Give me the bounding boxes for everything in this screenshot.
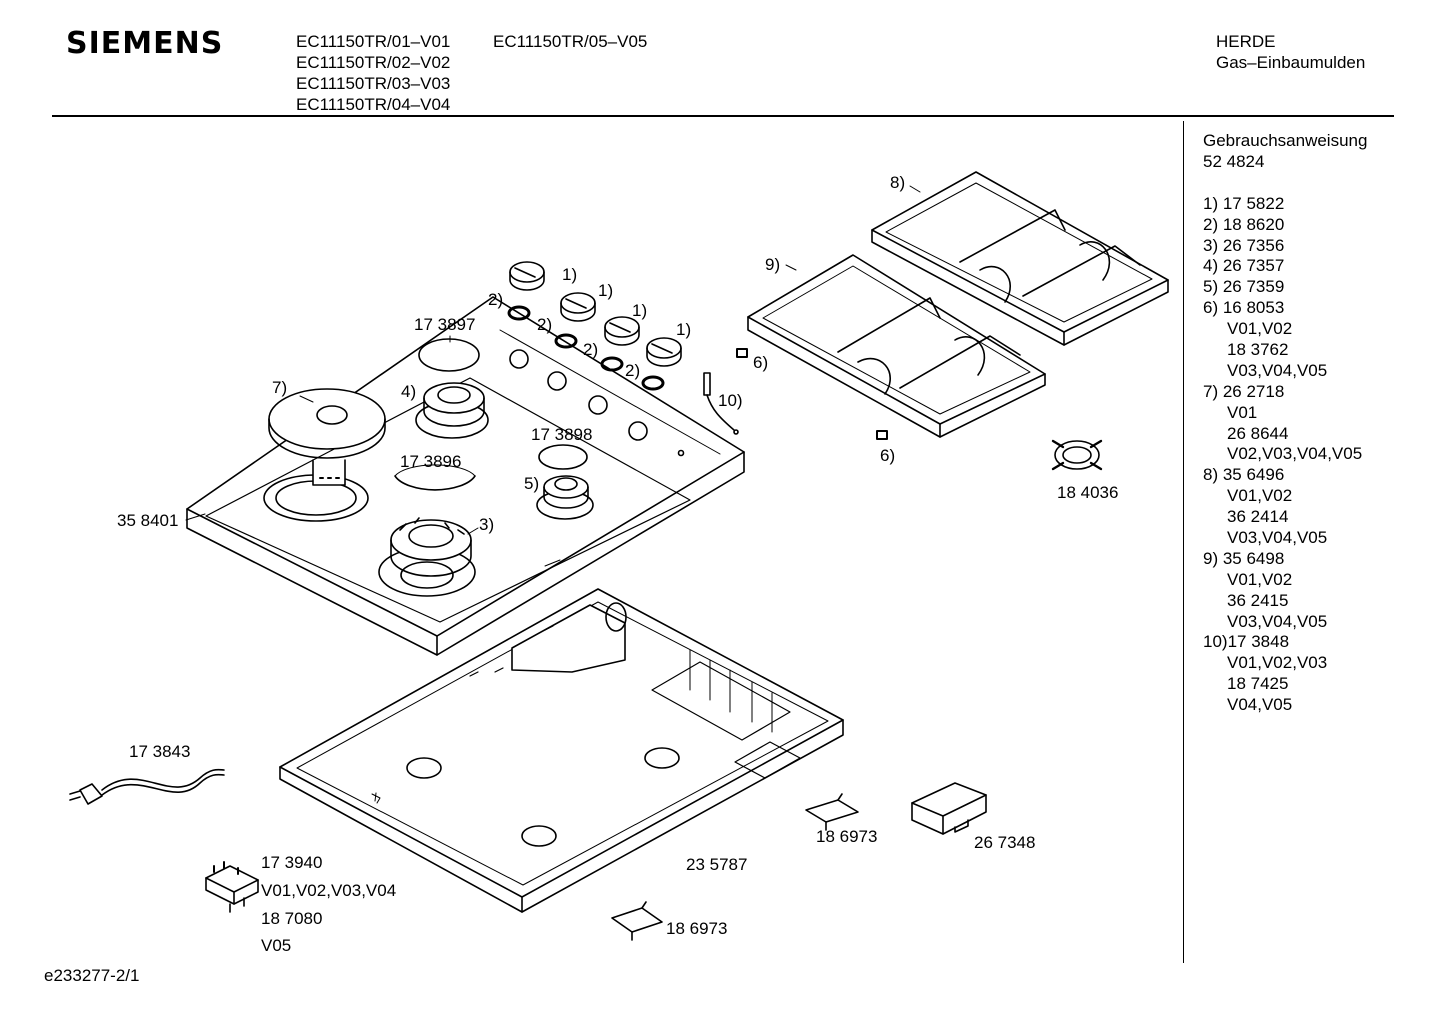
legend-line: V01,V02	[1227, 319, 1293, 339]
base-tray	[279, 588, 844, 913]
callout-1: 1)	[632, 301, 647, 320]
part-number: 26 7348	[974, 833, 1035, 852]
legend-line: V02,V03,V04,V05	[1227, 444, 1363, 464]
legend-line: 4) 26 7357	[1203, 256, 1285, 276]
legend-line: V04,V05	[1227, 695, 1293, 715]
burner-small	[536, 475, 594, 520]
power-cord	[69, 768, 225, 805]
model-list-2: EC11150TR/05–V05	[493, 31, 647, 52]
callout-7: 7)	[272, 378, 287, 397]
hot-plate	[263, 388, 386, 522]
callout-1: 1)	[598, 281, 613, 300]
hob-top-plate	[186, 296, 745, 656]
mounting-bracket	[611, 901, 663, 941]
model-list-1: EC11150TR/01–V01 EC11150TR/02–V02 EC1115…	[296, 31, 450, 115]
model-number: EC11150TR/02–V02	[296, 53, 451, 72]
legend-line: 2) 18 8620	[1203, 214, 1285, 234]
variant-note: V01,V02,V03,V04	[261, 881, 396, 900]
legend-line: V03,V04,V05	[1227, 528, 1328, 548]
part-number: 18 7080	[261, 909, 322, 928]
callout-3: 3)	[479, 515, 494, 534]
callout-1: 1)	[676, 320, 691, 339]
part-number: 18 6973	[666, 919, 727, 938]
legend-line: 18 3762	[1227, 340, 1289, 360]
legend-line: 1) 17 5822	[1203, 193, 1285, 213]
model-number: EC11150TR/05–V05	[493, 32, 648, 51]
model-number: EC11150TR/03–V03	[296, 74, 451, 93]
model-number: EC11150TR/01–V01	[296, 32, 451, 51]
legend-line: 36 2415	[1227, 590, 1289, 610]
part-number: 17 3843	[129, 742, 190, 761]
part-number: 17 3897	[414, 315, 475, 334]
legend-line: 10)17 3848	[1203, 632, 1290, 652]
model-number: EC11150TR/04–V04	[296, 95, 451, 114]
callout-6: 6)	[753, 353, 768, 372]
knob-rings	[507, 305, 665, 391]
control-knobs	[509, 261, 682, 367]
burner-ring-173896	[394, 464, 476, 491]
drawing-code: e233277-2/1	[44, 966, 140, 985]
burner-cap-173898	[538, 444, 588, 470]
legend-line: 8) 35 6496	[1203, 465, 1285, 485]
legend-line: 9) 35 6498	[1203, 548, 1285, 568]
callout-1: 1)	[562, 265, 577, 284]
subcategory-label: Gas–Einbaumulden	[1216, 53, 1366, 72]
callout-5: 5)	[524, 474, 539, 493]
callout-2: 2)	[488, 290, 503, 309]
legend-line: V01,V02	[1227, 486, 1293, 506]
callout-8: 8)	[890, 173, 905, 192]
legend-line: 36 2414	[1227, 507, 1289, 527]
legend-title-number: 52 4824	[1203, 151, 1265, 171]
part-number: 17 3898	[531, 425, 592, 444]
product-category: HERDE Gas–Einbaumulden	[1216, 31, 1365, 73]
burner-cap-173897	[418, 338, 480, 372]
legend-line: V03,V04,V05	[1227, 611, 1328, 631]
cover-box	[911, 782, 987, 835]
legend-line: 7) 26 2718	[1203, 381, 1285, 401]
leader-lines	[185, 185, 921, 535]
pan-support-8	[871, 171, 1169, 346]
grommet	[736, 348, 748, 358]
part-number: 17 3940	[261, 853, 322, 872]
legend-title: Gebrauchsanweisung	[1203, 131, 1368, 150]
legend-line: V03,V04,V05	[1227, 360, 1328, 380]
legend-line: 6) 16 8053	[1203, 298, 1285, 318]
pan-support-9	[747, 254, 1046, 438]
callout-2: 2)	[537, 315, 552, 334]
category-label: HERDE	[1216, 32, 1276, 51]
legend-line: 3) 26 7356	[1203, 235, 1285, 255]
burner-medium	[415, 382, 489, 439]
exploded-parts-drawing: 1) 1) 1) 1) 2) 2) 2) 2) 3) 4) 5) 6) 6) 7…	[69, 171, 1169, 955]
callout-4: 4)	[401, 382, 416, 401]
part-number: 18 4036	[1057, 483, 1118, 502]
terminal-block	[205, 861, 259, 913]
wok-ring	[1051, 439, 1103, 471]
legend-line: V01	[1227, 402, 1258, 422]
part-number: 23 5787	[686, 855, 747, 874]
header-rule	[52, 115, 1394, 117]
legend-line: 5) 26 7359	[1203, 277, 1285, 297]
parts-legend: Gebrauchsanweisung 52 4824 1) 17 5822 2)…	[1203, 131, 1367, 716]
callout-10: 10)	[718, 391, 743, 410]
legend-line: V01,V02	[1227, 569, 1293, 589]
part-number: 18 6973	[816, 827, 877, 846]
brand-logo: SIEMENS	[66, 26, 224, 61]
legend-line: 18 7425	[1227, 674, 1289, 694]
part-number: 35 8401	[117, 511, 178, 530]
grommet	[876, 430, 888, 440]
legend-divider	[1183, 121, 1184, 963]
part-number: 17 3896	[400, 452, 461, 471]
burner-large	[378, 517, 476, 597]
thermocouple	[703, 372, 739, 435]
legend-line: 26 8644	[1227, 423, 1289, 443]
legend-line: V01,V02,V03	[1227, 653, 1328, 673]
mounting-bracket	[805, 793, 859, 831]
callout-6: 6)	[880, 446, 895, 465]
callout-9: 9)	[765, 255, 780, 274]
callout-2: 2)	[625, 361, 640, 380]
variant-note: V05	[261, 936, 291, 955]
callout-2: 2)	[583, 340, 598, 359]
